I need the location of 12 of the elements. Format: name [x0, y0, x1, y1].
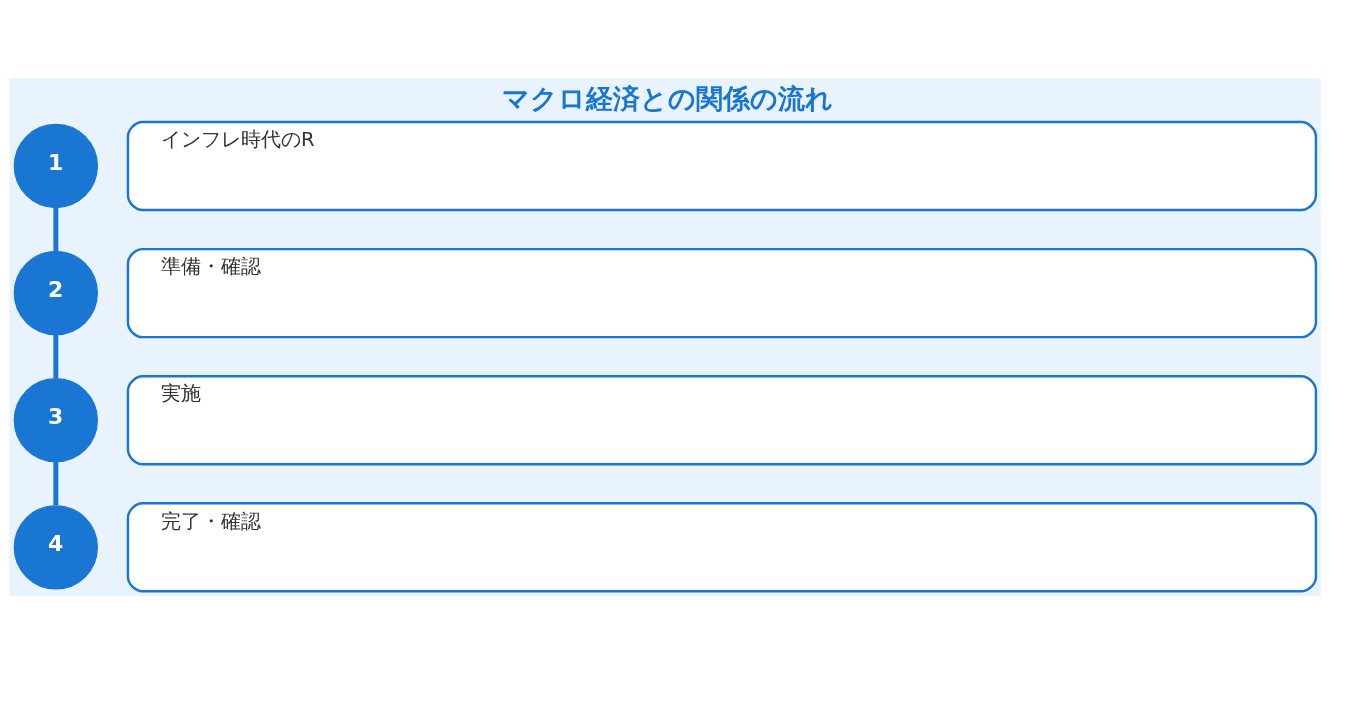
node-box: 完了・確認 — [126, 501, 1317, 593]
connector — [52, 207, 58, 251]
node-circle: 1 — [13, 123, 98, 208]
node-box: インフレ時代のR — [126, 120, 1317, 211]
diagram-title: マクロ経済との関係の流れ — [501, 82, 833, 114]
connector — [52, 461, 58, 505]
node-circle: 4 — [13, 504, 98, 589]
node-box: 実施 — [126, 374, 1317, 465]
node-box: 準備・確認 — [126, 247, 1317, 338]
node-circle: 3 — [13, 377, 98, 462]
connector — [52, 334, 58, 378]
node-circle: 2 — [13, 250, 98, 335]
